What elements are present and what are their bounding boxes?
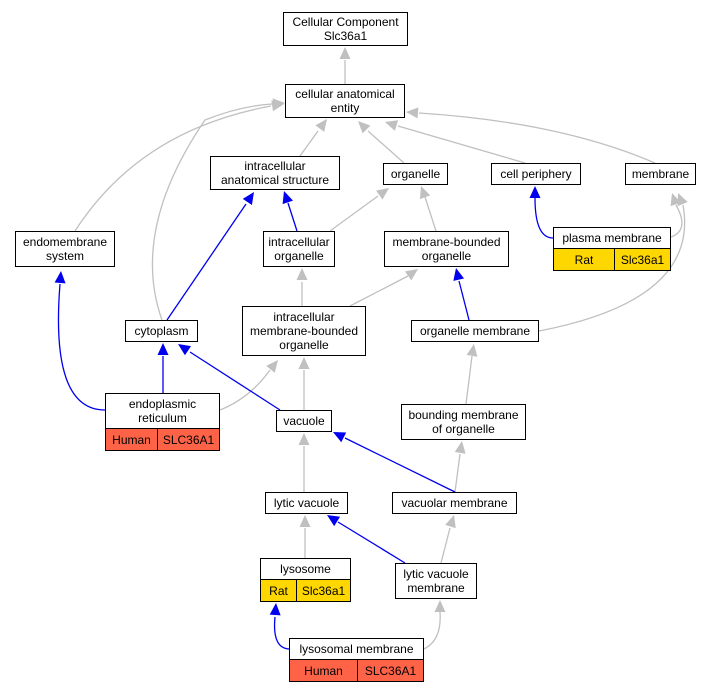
edge-vacuole-cyto-arrowhead (178, 344, 192, 356)
node-intracellular-membrane-bounded-organelle[interactable]: intracellular membrane-bounded organelle (242, 306, 366, 356)
node-organelle-membrane[interactable]: organelle membrane (411, 320, 539, 342)
edge-imbo-intraorg-arrowhead (296, 268, 308, 280)
edge-lysomem-lvm (423, 611, 441, 650)
edge-organelle-cae-arrowhead (358, 121, 371, 134)
edge-intraorg-organelle-arrowhead (376, 188, 389, 200)
node-membrane[interactable]: membrane (625, 163, 696, 185)
edge-vacuole-imbo-arrowhead (298, 357, 310, 369)
edge-cyto-cae (151, 103, 273, 321)
edge-ias-cae (299, 130, 319, 157)
node-intracellular-anatomical-structure[interactable]: intracellular anatomical structure (210, 156, 340, 190)
edge-vacmem-vacuole-arrowhead (333, 432, 347, 443)
edge-lvm-lytvac (337, 521, 406, 564)
annotation-species: Rat (574, 252, 594, 267)
edge-er-endosys-arrowhead (54, 271, 66, 284)
edge-vacmem-bmo-arrowhead (454, 441, 466, 454)
edge-pm-cellper-arrowhead (529, 186, 541, 198)
node-vacuole[interactable]: vacuole (276, 410, 332, 432)
node-lysosome[interactable]: lysosome (260, 558, 351, 580)
annotation-plasma-membrane: Rat Slc36a1 (553, 248, 671, 271)
edge-vacuole-cyto (189, 351, 281, 411)
node-membrane-bounded-organelle[interactable]: membrane-bounded organelle (384, 231, 509, 267)
edge-organelle-cae (367, 130, 405, 164)
edge-orgmem-membrane-arrowhead (677, 193, 688, 207)
edge-membrane-cae-arrowhead (406, 107, 419, 119)
edge-cyto-ias-arrowhead (242, 192, 254, 206)
annotation-endoplasmic-reticulum: Human SLC36A1 (105, 428, 220, 451)
node-cell-periphery[interactable]: cell periphery (491, 163, 581, 185)
edge-vacmem-bmo (454, 453, 461, 493)
edge-imbo-mbo (349, 275, 409, 307)
edge-cellper-cae (397, 125, 526, 164)
edge-lysomem-lysosome-arrowhead (269, 603, 281, 616)
annotation-gene: SLC36A1 (357, 660, 423, 681)
edge-endosys-cae (74, 105, 272, 232)
node-cytoplasm[interactable]: cytoplasm (125, 320, 198, 342)
edge-mbo-organelle-arrowhead (419, 186, 431, 200)
edge-er-imbo-arrowhead (266, 360, 278, 373)
annotation-gene: Slc36a1 (614, 249, 670, 270)
node-lysosomal-membrane[interactable]: lysosomal membrane (289, 638, 424, 660)
annotation-lysosomal-membrane: Human SLC36A1 (289, 659, 424, 682)
node-endomembrane-system[interactable]: endomembrane system (15, 231, 115, 267)
node-cellular-anatomical-entity[interactable]: cellular anatomical entity (285, 84, 405, 118)
node-plasma-membrane[interactable]: plasma membrane (553, 227, 671, 249)
edge-vacmem-vacuole (344, 437, 456, 493)
edge-er-imbo (219, 369, 271, 411)
node-lytic-vacuole[interactable]: lytic vacuole (265, 492, 348, 514)
edge-lvm-vacmem (440, 527, 451, 564)
edge-ias-intraorg-arrowhead (282, 191, 294, 205)
edge-imbo-mbo-arrowhead (405, 269, 418, 281)
edge-er-cyto-arrowhead (157, 343, 169, 355)
edge-lvm-lytvac-arrowhead (327, 515, 341, 527)
edge-membrane-membrane-pm (670, 204, 683, 238)
annotation-species: Human (304, 663, 343, 678)
annotation-gene: Slc36a1 (296, 580, 350, 601)
edge-mbo-organelle (424, 196, 437, 232)
edge-lysomem-lvm-arrowhead (434, 600, 446, 612)
annotation-species: Human (112, 432, 151, 447)
annotation-gene: SLC36A1 (157, 429, 219, 450)
edge-membrane-cae (418, 112, 656, 164)
edge-bmo-orgmem (465, 355, 473, 405)
edge-bmo-orgmem-arrowhead (466, 344, 478, 357)
edge-orgmem-membrane (538, 204, 686, 332)
edge-lvm-vacmem-arrowhead (445, 515, 456, 529)
edge-lysomem-lysosome (273, 616, 290, 650)
edge-ias-cae-arrowhead (315, 119, 327, 132)
edge-ias-intraorg (287, 202, 298, 232)
edge-er-endosys (57, 283, 106, 411)
node-intracellular-organelle[interactable]: intracellular organelle (263, 231, 335, 267)
node-root[interactable]: Cellular Component Slc36a1 (283, 12, 408, 46)
edge-pm-cellper (534, 197, 554, 239)
edge-cyto-ias (166, 203, 247, 321)
annotation-lysosome: Rat Slc36a1 (260, 579, 351, 602)
edge-cae-root-arrowhead (339, 47, 351, 59)
node-organelle[interactable]: organelle (383, 163, 448, 185)
annotation-species: Rat (269, 583, 288, 598)
node-endoplasmic-reticulum[interactable]: endoplasmic reticulum (105, 393, 220, 429)
node-bounding-membrane-of-organelle[interactable]: bounding membrane of organelle (401, 404, 526, 440)
edge-cyto-cae-arrowhead (272, 98, 285, 110)
edge-lysosome-lytvac-arrowhead (299, 515, 311, 527)
edge-orgmem-mbo-arrowhead (453, 268, 465, 281)
node-vacuolar-membrane[interactable]: vacuolar membrane (392, 492, 517, 514)
edge-intraorg-organelle (329, 195, 379, 232)
edge-orgmem-mbo (458, 280, 470, 321)
node-lytic-vacuole-membrane[interactable]: lytic vacuole membrane (395, 563, 477, 599)
edge-lytvac-vacuole-arrowhead (298, 433, 310, 445)
edge-cellper-cae-arrowhead (385, 120, 399, 131)
